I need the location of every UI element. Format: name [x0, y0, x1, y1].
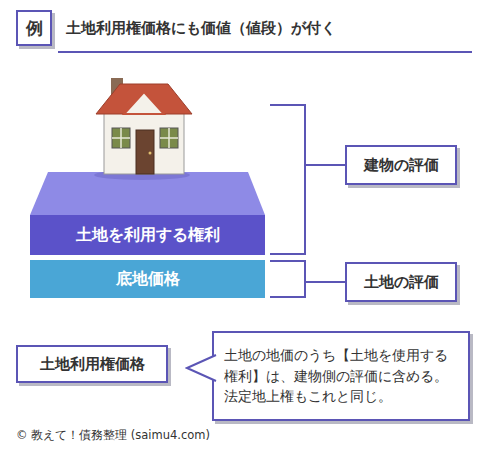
callout-tail	[185, 353, 217, 383]
title: 土地利用権価格にも価値（値段）が付く	[66, 19, 336, 38]
node-text: 土地の評価	[364, 273, 439, 292]
title-underline	[58, 51, 472, 53]
callout-bubble: 土地の地価のうち【土地を使用する権利】は、建物側の評価に含める。法定地上権もこれ…	[212, 331, 470, 421]
house-roof	[96, 84, 192, 114]
right-price-box: 土地利用権価格	[16, 345, 168, 383]
copyright: © 教えて！債務整理 (saimu4.com)	[16, 428, 210, 443]
base-land-band: 底地価格	[30, 260, 265, 298]
node-text: 例	[26, 17, 43, 40]
gable	[124, 92, 164, 114]
node-text: 土地を利用する権利	[76, 225, 220, 246]
land-right-band: 土地を利用する権利	[30, 215, 265, 255]
house-wall	[104, 112, 184, 174]
window	[160, 128, 178, 148]
building-box: 建物の評価	[345, 145, 457, 185]
land-box: 土地の評価	[345, 262, 457, 302]
node-text: 底地価格	[116, 269, 180, 290]
window	[112, 128, 130, 148]
node-text: 建物の評価	[364, 156, 439, 175]
door	[136, 130, 154, 174]
example-tag: 例	[16, 10, 52, 46]
bracket-connector	[270, 105, 345, 254]
node-text: 土地利用権価格	[40, 355, 145, 374]
bracket-connector	[270, 261, 345, 297]
node-text: 土地の地価のうち【土地を使用する権利】は、建物側の評価に含める。法定地上権もこれ…	[224, 345, 458, 408]
